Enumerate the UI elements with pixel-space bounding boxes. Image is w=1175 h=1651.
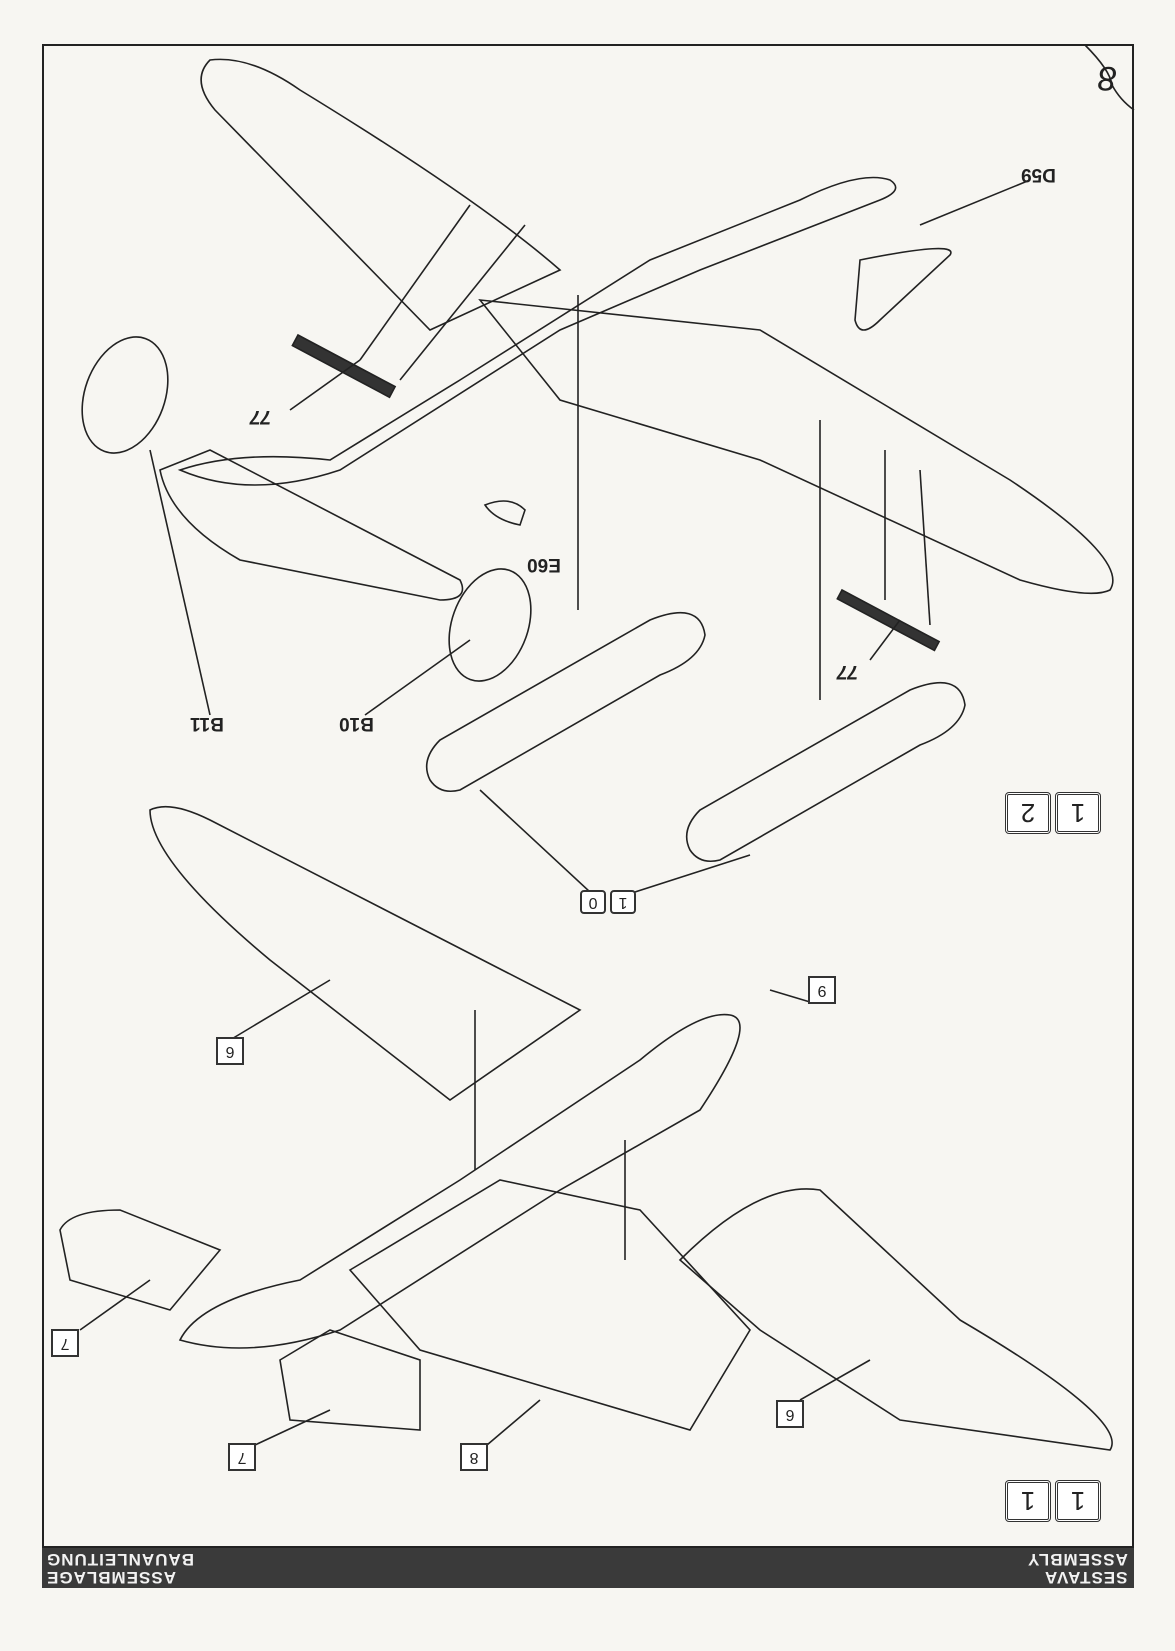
lower-left-wing	[149, 805, 582, 1101]
part-77-right	[836, 588, 941, 652]
arrow-77-left-a	[359, 204, 471, 361]
upper-fuselage	[177, 176, 897, 486]
step-digit: 1	[1055, 792, 1101, 834]
corner-fold	[1084, 44, 1135, 111]
leader-77-right	[869, 619, 901, 661]
part-9-canopy: 9	[808, 976, 836, 1004]
leader-7-left	[79, 1279, 151, 1331]
lower-tail-left	[59, 1209, 222, 1311]
part-6-right-wing: 6	[776, 1400, 804, 1428]
label-e60: E60	[527, 554, 561, 575]
label-b10: B10	[339, 713, 374, 734]
part-7-tail-left: 7	[51, 1329, 79, 1357]
arrow-77-right-b	[919, 469, 931, 626]
step-digit: 1	[1055, 1480, 1101, 1522]
part-8-fuselage: 8	[460, 1443, 488, 1471]
lower-tail-right	[279, 1329, 421, 1431]
page-frame	[42, 44, 1134, 1548]
leader-10-b	[634, 854, 751, 893]
upper-left-wing	[200, 58, 562, 331]
upper-right-wing	[478, 298, 1114, 595]
lower-center-section	[348, 1179, 751, 1431]
leader-8	[486, 1399, 541, 1446]
lower-right-wing	[678, 1188, 1113, 1451]
nacelle-right	[685, 681, 966, 863]
step-digit: 2	[1005, 792, 1051, 834]
lower-fuselage	[178, 1013, 741, 1349]
leader-10-a	[479, 789, 591, 893]
banner-sestava: SESTAVA	[1044, 1568, 1128, 1587]
section-banner: BAUANLEITUNG ASSEMBLAGE SESTAVA ASSEMBLY	[42, 1548, 1134, 1588]
rudder-b11	[81, 336, 169, 454]
nacelle-left	[425, 611, 706, 793]
label-77-right: 77	[837, 661, 859, 682]
part-digit: 1	[610, 890, 636, 914]
banner-assemblage: ASSEMBLAGE	[46, 1568, 176, 1587]
leader-7-right	[254, 1409, 331, 1446]
part-digit: 0	[580, 890, 606, 914]
radiator-e60	[483, 500, 526, 526]
upper-tailplane	[159, 449, 464, 601]
leader-b10	[364, 639, 471, 716]
step-digit: 1	[1005, 1480, 1051, 1522]
label-b11: B11	[190, 713, 224, 734]
banner-assembly: ASSEMBLY	[1027, 1550, 1128, 1569]
leader-b11	[149, 449, 211, 716]
page-number: 8	[1098, 59, 1117, 97]
label-d59: D59	[1021, 164, 1056, 185]
part-7-tail-right: 7	[228, 1443, 256, 1471]
rudder-b10	[448, 568, 532, 682]
label-77-left: 77	[250, 406, 272, 427]
leader-6-left	[229, 979, 331, 1041]
canopy-d59	[854, 247, 952, 331]
leader-d59	[919, 179, 1031, 226]
leader-6-right	[799, 1359, 871, 1401]
step-11-box: 1 1	[1005, 1480, 1101, 1522]
arrow-77-left-b	[399, 224, 526, 381]
leader-9	[769, 989, 811, 1003]
part-77-left	[291, 333, 397, 399]
banner-bauanleitung: BAUANLEITUNG	[46, 1550, 194, 1569]
leader-77-left	[289, 359, 361, 411]
part-6-left-wing: 6	[216, 1037, 244, 1065]
part-10-box: 1 0	[580, 890, 636, 914]
step-12-box: 1 2	[1005, 792, 1101, 834]
